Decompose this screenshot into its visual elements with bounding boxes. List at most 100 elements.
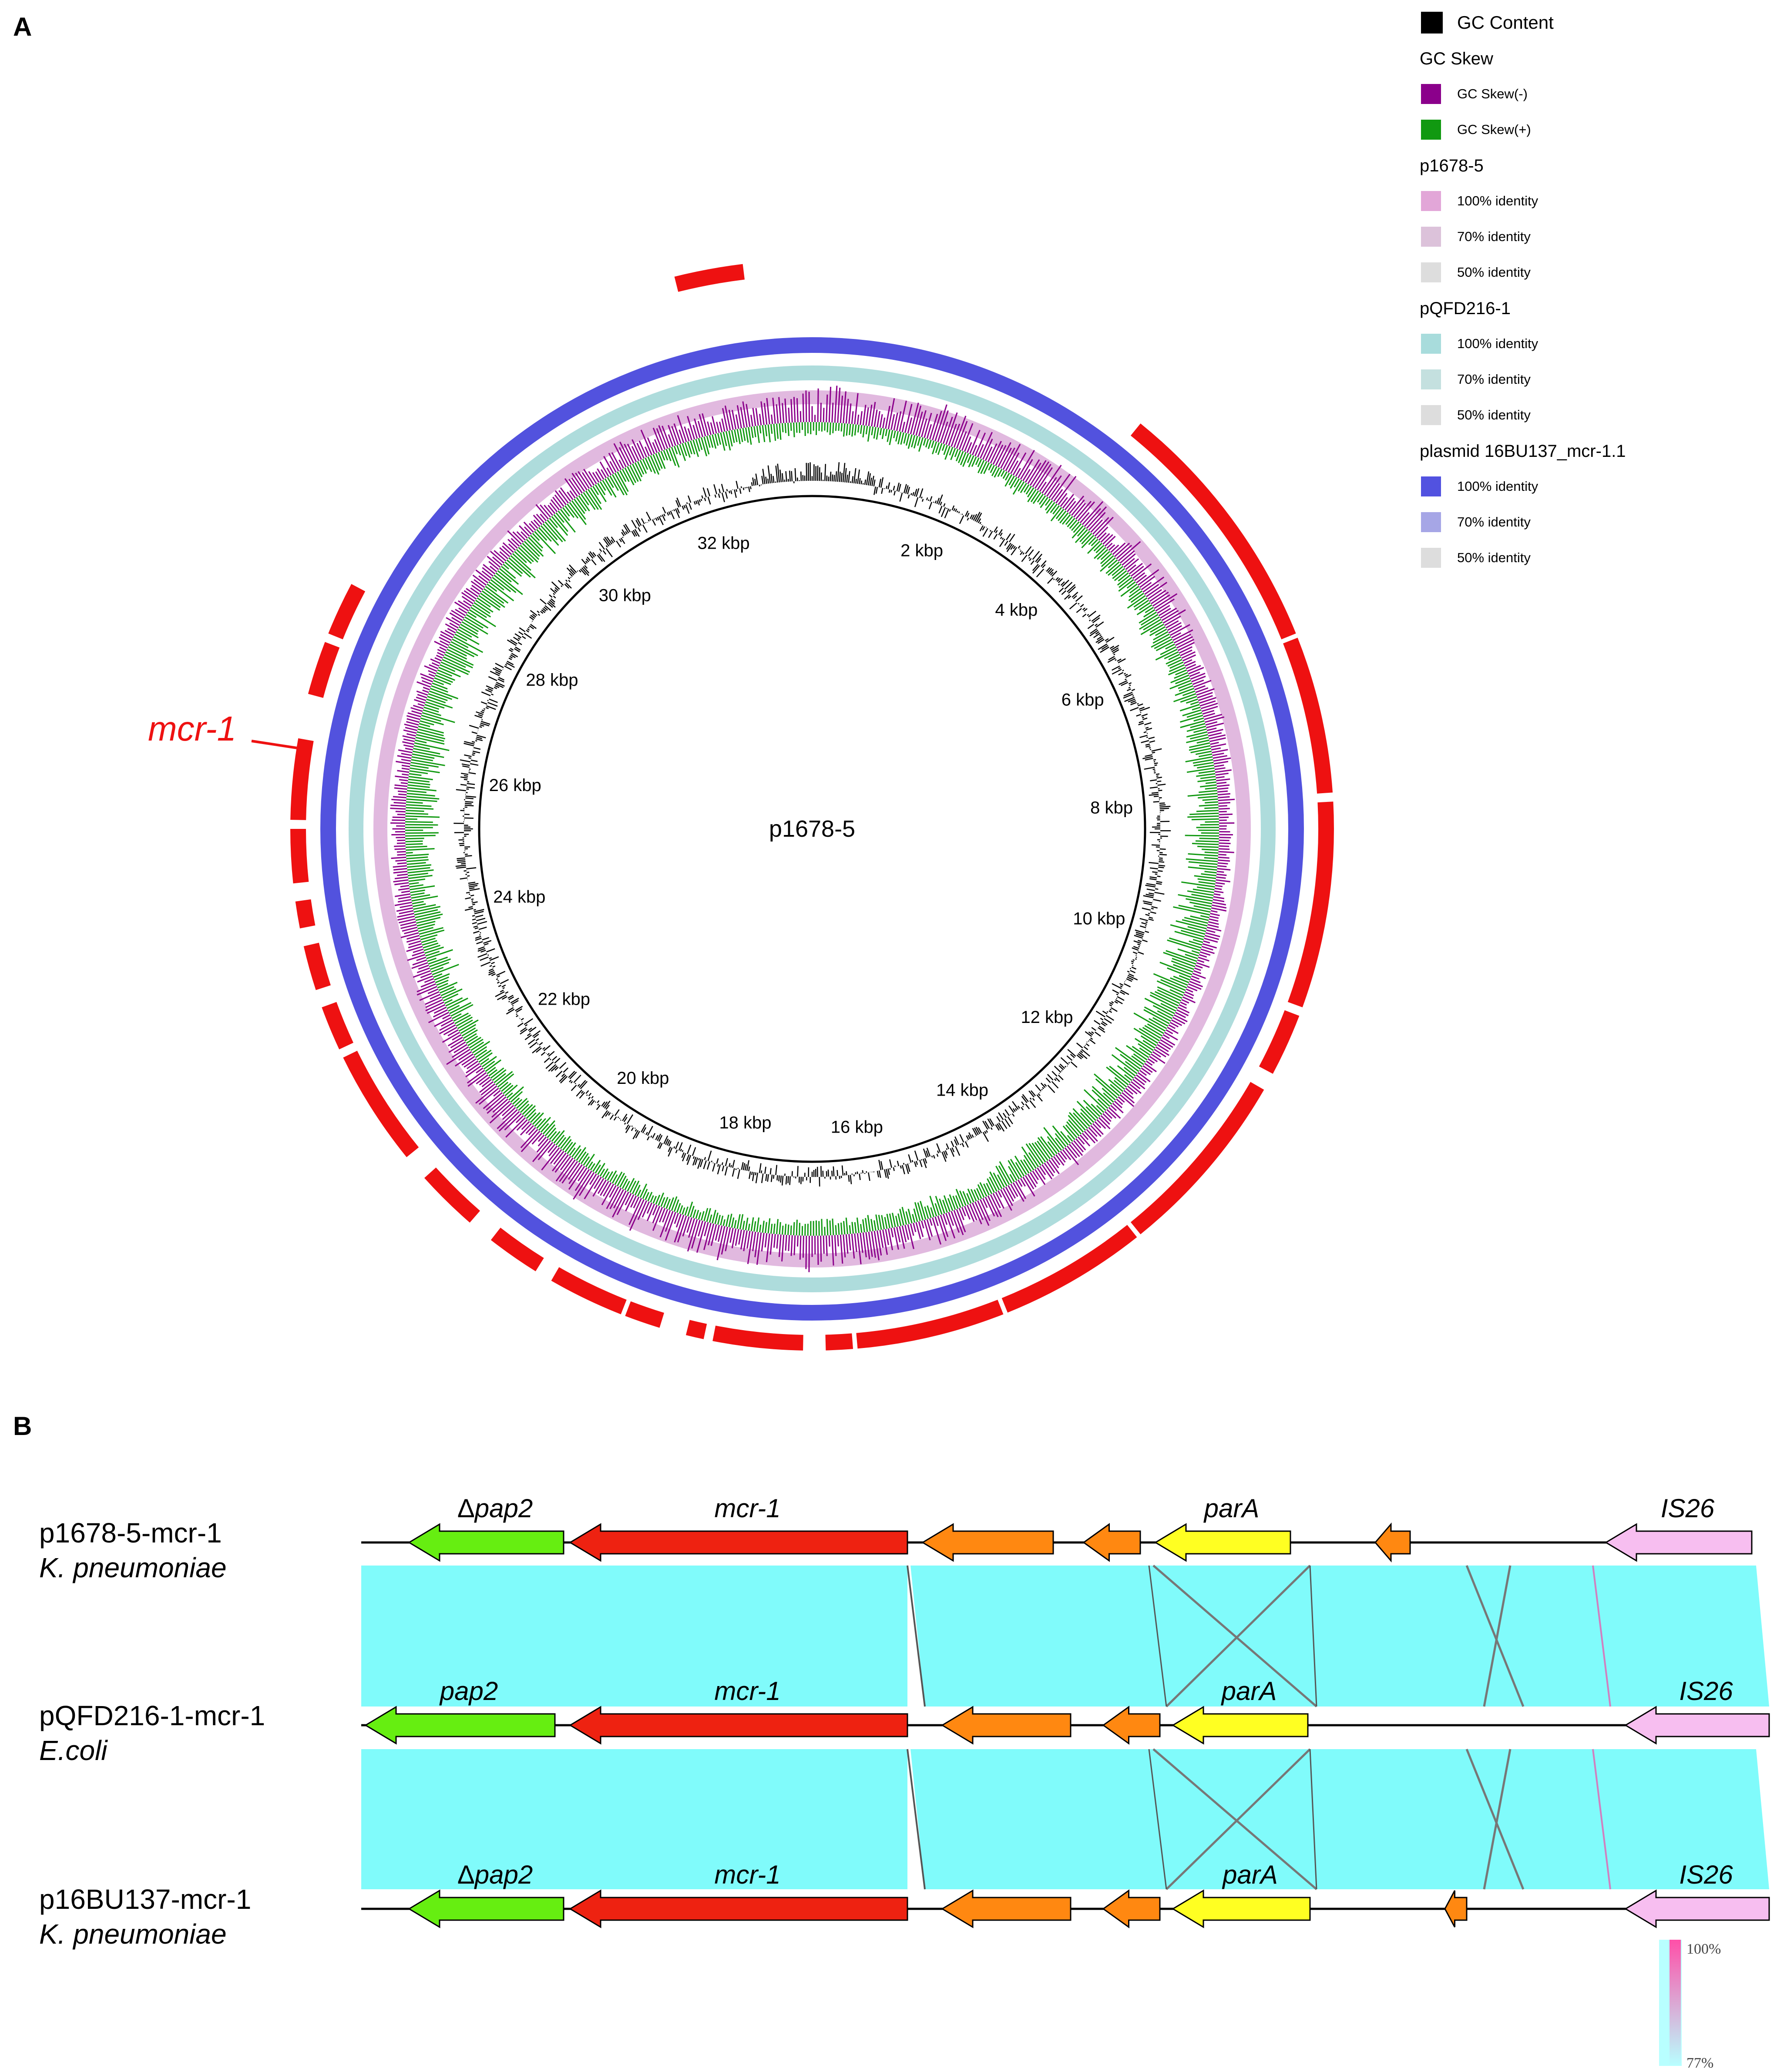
synteny-block	[361, 1566, 907, 1707]
annotation-arc	[1287, 801, 1334, 1008]
legend-label: 70% identity	[1457, 229, 1531, 244]
annotation-arc	[295, 899, 316, 929]
track-species: K. pneumoniae	[39, 1552, 227, 1583]
legend-label: 50% identity	[1457, 407, 1531, 422]
kbp-tick-label: 24 kbp	[493, 888, 545, 907]
gene-label: IS26	[1679, 1860, 1733, 1889]
gene-arrow	[408, 1523, 564, 1562]
gene-arrow	[921, 1523, 1054, 1562]
gene-arrow	[1374, 1522, 1411, 1563]
gene-arrow	[1082, 1523, 1141, 1562]
annotation-arc	[1001, 1225, 1137, 1313]
gene-arrow	[1102, 1889, 1161, 1928]
legend-label: 70% identity	[1457, 514, 1531, 530]
legend-swatch	[1421, 120, 1441, 140]
annotation-arc	[290, 828, 309, 884]
legend-swatch	[1421, 512, 1441, 532]
annotation-arc	[551, 1267, 627, 1314]
gene-arrow	[1624, 1889, 1770, 1928]
gene-label: Δpap2	[457, 1494, 533, 1523]
gene-arrow	[941, 1706, 1072, 1745]
annotation-arc	[825, 1333, 853, 1351]
legend-header: p1678-5	[1420, 156, 1484, 175]
gene-arrow	[1444, 1890, 1468, 1928]
inversion-link	[1465, 1749, 1525, 1890]
kbp-tick-label: 4 kbp	[995, 600, 1038, 620]
gene-name: mcr-1	[714, 1860, 780, 1889]
kbp-tick-label: 16 kbp	[831, 1117, 883, 1137]
inversion-link	[1152, 1565, 1317, 1707]
annotation-arc	[328, 584, 366, 640]
annotation-arc	[343, 1050, 419, 1157]
inversion-link	[1465, 1565, 1525, 1707]
kbp-tick-label: 20 kbp	[617, 1069, 669, 1088]
block-edge	[907, 1749, 926, 1890]
legend: GC Content GC Skew GC Skew(-) GC Skew(+) p16…	[1420, 12, 1626, 568]
gene-label: Δpap2	[457, 1860, 533, 1889]
legend-header: GC Skew	[1420, 49, 1493, 68]
gene-name: parA	[1222, 1860, 1278, 1889]
legend-label: GC Skew(+)	[1457, 122, 1531, 137]
kbp-tick-label: 10 kbp	[1073, 909, 1125, 928]
kbp-tick-label: 6 kbp	[1061, 691, 1104, 710]
track-species: E.coli	[39, 1735, 108, 1766]
panel-b-label: B	[13, 1412, 32, 1441]
kbp-tick-label: 32 kbp	[698, 534, 750, 553]
track-name: pQFD216-1-mcr-1	[39, 1700, 265, 1731]
legend-header: plasmid 16BU137_mcr-1.1	[1420, 442, 1626, 461]
synteny-blocks	[361, 1565, 1769, 1890]
blast-rings	[320, 337, 1304, 1321]
legend-swatch	[1421, 405, 1441, 425]
legend-label: 50% identity	[1457, 265, 1531, 280]
gene-arrow	[1624, 1706, 1770, 1745]
kbp-tick-label: 14 kbp	[936, 1081, 988, 1100]
gc-content-ring	[453, 462, 1171, 1187]
legend-swatch	[1421, 262, 1441, 282]
gene-name: IS26	[1661, 1494, 1715, 1523]
gene-label: parA	[1222, 1860, 1278, 1889]
gc-skew-ring	[390, 386, 1235, 1272]
block-edge	[1592, 1565, 1611, 1707]
legend-swatch	[1421, 84, 1441, 104]
track-name: p16BU137-mcr-1	[39, 1884, 251, 1915]
legend-label: GC Content	[1457, 12, 1554, 33]
legend-label: 100% identity	[1457, 479, 1538, 494]
gene-track: p1678-5-mcr-1K. pneumoniae Δpap2 mcr-1 parA…	[39, 1494, 1753, 1583]
gene-arrow	[569, 1523, 908, 1562]
track-name: p1678-5-mcr-1	[39, 1517, 222, 1549]
legend-label: GC Skew(-)	[1457, 86, 1528, 101]
gene-arrow	[1154, 1523, 1291, 1562]
gc-skew-positive	[405, 422, 1219, 1236]
legend-label: 100% identity	[1457, 336, 1538, 351]
kbp-tick-label: 26 kbp	[489, 776, 541, 795]
synteny-block	[910, 1566, 1769, 1707]
gene-label: pap2	[439, 1676, 498, 1706]
annotation-arc	[856, 1300, 1004, 1349]
legend-swatch	[1421, 548, 1441, 568]
annotation-arc	[685, 1320, 707, 1339]
annotation-arc	[308, 642, 340, 698]
legend-swatch	[1421, 334, 1441, 354]
delta-symbol: Δ	[457, 1494, 475, 1523]
gene-label: mcr-1	[714, 1494, 780, 1523]
kbp-tick-label: 12 kbp	[1021, 1008, 1073, 1027]
scale-pink-bar	[1670, 1940, 1681, 2066]
gene-arrow	[364, 1706, 556, 1745]
synteny-block	[361, 1749, 907, 1889]
kbp-tick-label: 22 kbp	[538, 990, 590, 1009]
gc-content-trace	[453, 462, 1171, 1187]
synteny-block	[910, 1749, 1769, 1889]
legend-label: 70% identity	[1457, 372, 1531, 387]
gene-label: parA	[1203, 1494, 1260, 1523]
annotation-arc	[1283, 637, 1333, 794]
block-edge	[1148, 1749, 1317, 1890]
gene-arrow	[1605, 1523, 1753, 1562]
gene-arrow	[1102, 1706, 1161, 1745]
scale-max-label: 100%	[1686, 1941, 1721, 1957]
gene-name: mcr-1	[714, 1494, 780, 1523]
